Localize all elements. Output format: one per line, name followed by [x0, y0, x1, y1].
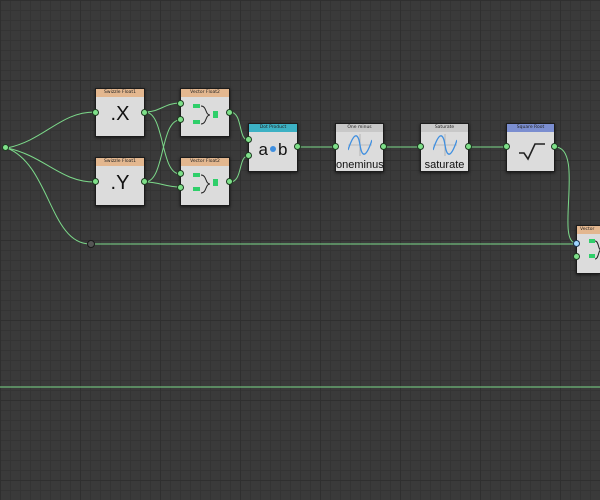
- node-body: .Y: [96, 166, 144, 205]
- node-body: [507, 132, 554, 171]
- wave-icon: [433, 134, 457, 156]
- node-label: oneminus: [336, 159, 384, 171]
- square-root-node[interactable]: Square Root: [506, 123, 555, 172]
- wire-source-to-vector-right: [6, 147, 573, 245]
- node-title: Swizzle Float1: [96, 89, 144, 97]
- one-minus-node[interactable]: One minus oneminus: [335, 123, 384, 172]
- node-body: .X: [96, 97, 144, 136]
- node-symbol: .Y: [110, 172, 130, 194]
- node-title: Vector Float2: [181, 89, 229, 97]
- node-label: saturate: [424, 159, 465, 171]
- swizzle-y-node[interactable]: Swizzle Float1 .Y: [95, 157, 145, 206]
- wire-x-to-vector-bottom-1: [144, 111, 181, 175]
- component-y-icon: [193, 120, 200, 124]
- node-body: [181, 97, 229, 136]
- saturate-input-port[interactable]: [417, 143, 424, 150]
- vector-right-input-x-port[interactable]: [573, 240, 580, 247]
- swizzle-x-input-port[interactable]: [92, 109, 99, 116]
- operand-b: b: [278, 140, 288, 159]
- swizzle-y-input-port[interactable]: [92, 178, 99, 185]
- vector-bottom-input-y-port[interactable]: [177, 184, 184, 191]
- vector-right-node[interactable]: Vector: [576, 225, 600, 274]
- merge-bracket-icon: [595, 240, 600, 260]
- node-title: Swizzle Float1: [96, 158, 144, 166]
- wire-x-to-vector-top-1: [144, 102, 181, 113]
- source-output-port[interactable]: [2, 144, 9, 151]
- oneminus-input-port[interactable]: [332, 143, 339, 150]
- vector-top-output-port[interactable]: [226, 109, 233, 116]
- node-title: Square Root: [507, 124, 554, 132]
- node-title: Dot Product: [249, 124, 297, 132]
- dot-output-port[interactable]: [294, 143, 301, 150]
- vector-top-input-y-port[interactable]: [177, 116, 184, 123]
- wire-y-to-vector-bottom-2: [144, 181, 181, 188]
- component-x-icon: [193, 173, 200, 177]
- dot-input-b-port[interactable]: [245, 152, 252, 159]
- reroute-knot[interactable]: [87, 240, 95, 248]
- swizzle-x-output-port[interactable]: [141, 109, 148, 116]
- vector-output-icon: [213, 111, 218, 118]
- node-body: [181, 166, 229, 205]
- operand-a: a: [258, 140, 268, 159]
- oneminus-output-port[interactable]: [380, 143, 387, 150]
- dot-icon: [270, 146, 276, 152]
- sqrt-output-port[interactable]: [551, 143, 558, 150]
- node-body: saturate: [421, 132, 468, 171]
- swizzle-x-node[interactable]: Swizzle Float1 .X: [95, 88, 145, 137]
- wire-source-to-swizzle-y: [6, 147, 96, 183]
- node-title: Vector Float2: [181, 158, 229, 166]
- vector-bottom-input-x-port[interactable]: [177, 170, 184, 177]
- component-x-icon: [589, 239, 595, 243]
- component-y-icon: [589, 254, 595, 258]
- saturate-output-port[interactable]: [465, 143, 472, 150]
- vector-right-input-y-port[interactable]: [573, 253, 580, 260]
- merge-bracket-icon: [201, 105, 211, 125]
- sqrt-input-port[interactable]: [503, 143, 510, 150]
- wire-source-to-swizzle-x: [6, 111, 96, 149]
- component-x-icon: [193, 104, 200, 108]
- node-body: oneminus: [336, 132, 384, 171]
- vector-float2-bottom-node[interactable]: Vector Float2: [180, 157, 230, 206]
- dot-input-a-port[interactable]: [245, 136, 252, 143]
- wire-y-to-vector-top-2: [144, 119, 181, 183]
- merge-bracket-icon: [201, 174, 211, 194]
- wire-vector-bottom-to-dot-b: [229, 155, 249, 183]
- saturate-node[interactable]: Saturate saturate: [420, 123, 469, 172]
- vector-top-input-x-port[interactable]: [177, 100, 184, 107]
- component-y-icon: [193, 187, 200, 191]
- swizzle-y-output-port[interactable]: [141, 178, 148, 185]
- vector-float2-top-node[interactable]: Vector Float2: [180, 88, 230, 137]
- square-root-icon: [519, 143, 545, 161]
- wire-sqrt-to-vector-right: [554, 146, 577, 244]
- vector-bottom-output-port[interactable]: [226, 178, 233, 185]
- node-symbol: .X: [110, 103, 130, 125]
- node-title: Vector: [577, 226, 600, 234]
- node-body: [577, 234, 600, 273]
- vector-output-icon: [213, 179, 218, 186]
- node-title: One minus: [336, 124, 383, 132]
- wave-icon: [348, 134, 372, 156]
- node-title: Saturate: [421, 124, 468, 132]
